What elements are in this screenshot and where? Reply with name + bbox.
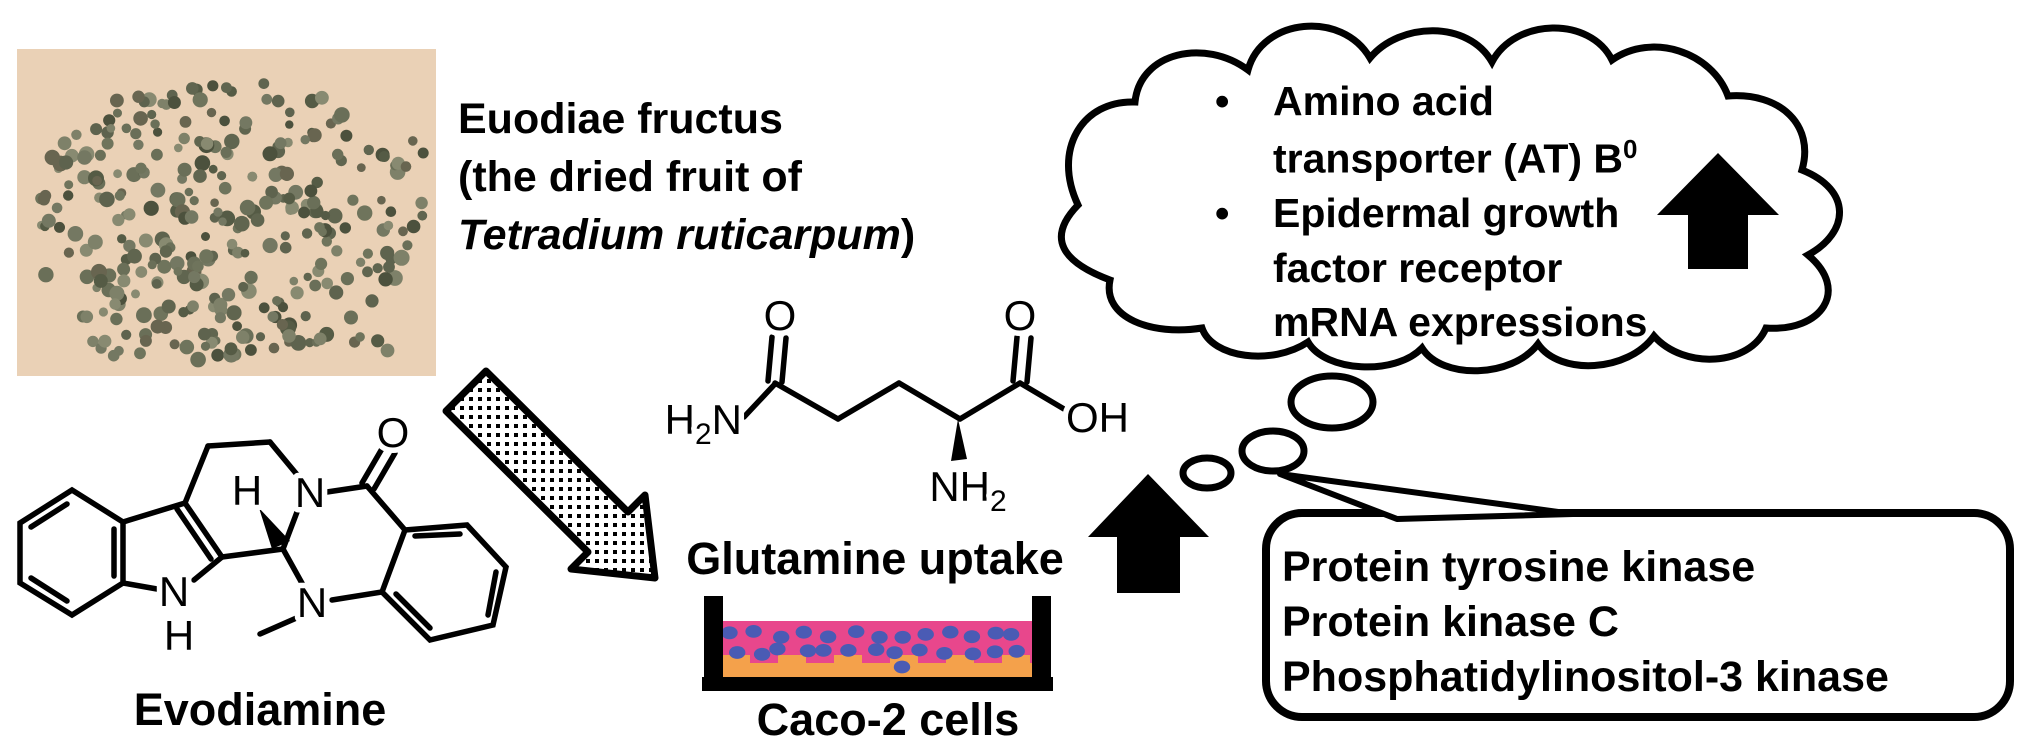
- up-arrow-icon-uptake: [1088, 474, 1209, 593]
- dish-bottom: [702, 677, 1053, 691]
- culture-dish: [702, 596, 1053, 691]
- bubble-line-2: Protein kinase C: [1282, 598, 1619, 646]
- cloud-line-3: •Epidermal growth: [1215, 190, 1620, 236]
- seed-pile: [35, 78, 429, 368]
- superscript-zero: 0: [1623, 134, 1638, 164]
- caco2-cells-label: Caco-2 cells: [756, 694, 1020, 745]
- dish-orange-layer: [722, 655, 1033, 678]
- atom-label-glut-o1: O: [764, 292, 797, 339]
- atom-label-glut-nh2: NH2: [929, 463, 1006, 518]
- dotted-arrow-icon: [442, 367, 659, 582]
- atom-label-glut-o2: O: [1004, 292, 1037, 339]
- euodiae-fructus-photo: [17, 49, 436, 376]
- atom-label-evo-nh-h: H: [164, 612, 194, 659]
- stereo-wedge: [259, 508, 290, 549]
- evodiamine-structure: O N H N N H: [17, 404, 509, 665]
- up-arrow-icon-cloud: [1657, 153, 1779, 269]
- speech-bubble-tail: [1277, 471, 1576, 522]
- atom-label-evo-nh-n: N: [159, 568, 189, 615]
- atom-label-evo-n-top: N: [295, 469, 325, 516]
- cloud-line-4: factor receptor: [1273, 245, 1563, 291]
- title-block: Euodiae fructus (the dried fruit of Tetr…: [458, 90, 915, 264]
- atom-label-evo-o: O: [377, 409, 410, 456]
- atom-label-glut-h2n: H2N: [665, 396, 742, 451]
- title-line-2: (the dried fruit of: [458, 153, 802, 201]
- speech-bubble-text: Protein tyrosine kinase Protein kinase C…: [1282, 540, 1889, 705]
- bubble-line-1: Protein tyrosine kinase: [1282, 543, 1756, 591]
- dish-right-wall: [1032, 596, 1051, 691]
- seed-photo-svg: [17, 49, 436, 376]
- atom-label-glut-oh: OH: [1066, 394, 1129, 441]
- evodiamine-label: Evodiamine: [133, 684, 387, 735]
- thought-bubble-circles: [1179, 372, 1377, 492]
- cloud-line-1: •Amino acid: [1215, 78, 1494, 124]
- bubble-line-3: Phosphatidylinositol-3 kinase: [1282, 653, 1889, 701]
- cloud-line-2: transporter (AT) B0: [1273, 134, 1638, 182]
- glutamine-uptake-label: Glutamine uptake: [686, 533, 1064, 584]
- title-line-1: Euodiae fructus: [458, 95, 783, 143]
- title-line-3: Tetradium ruticarpum): [458, 211, 916, 259]
- cell-nuclei-dots: [721, 625, 1025, 674]
- cloud-line-5: mRNA expressions: [1273, 299, 1648, 345]
- speech-bubble: [1262, 471, 2014, 721]
- atom-label-evo-n-mid: N: [297, 579, 327, 626]
- stereo-wedge: [951, 419, 967, 461]
- bullet-icon: •: [1215, 78, 1230, 124]
- dish-left-wall: [704, 596, 723, 691]
- atom-label-evo-h: H: [232, 467, 262, 514]
- thought-cloud: [1057, 22, 1843, 375]
- bullet-icon: •: [1215, 190, 1230, 236]
- glutamine-structure: O O H2N OH NH2: [659, 287, 1134, 524]
